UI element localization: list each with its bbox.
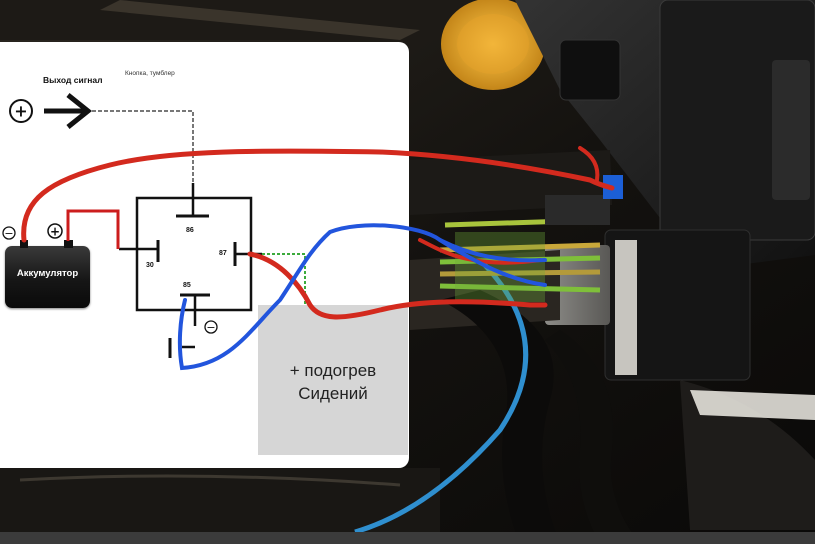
button-switch-label: Кнопка, тумблер bbox=[125, 70, 175, 77]
bottom-bar bbox=[0, 532, 815, 544]
pin-86-label: 86 bbox=[186, 227, 194, 234]
signal-output-label: Выход сигнал bbox=[43, 75, 103, 85]
battery: Аккумулятор bbox=[5, 246, 90, 308]
seat-heating-label-line1: + подогрев bbox=[289, 361, 377, 380]
seat-heating-label-line2: Сидений bbox=[298, 384, 368, 403]
pin-85-label: 85 bbox=[183, 282, 191, 289]
pin-30-label: 30 bbox=[146, 262, 154, 269]
pin-87-label: 87 bbox=[219, 250, 227, 257]
seat-heating-load: + подогрев Сидений bbox=[258, 305, 408, 455]
battery-label: Аккумулятор bbox=[16, 268, 79, 279]
